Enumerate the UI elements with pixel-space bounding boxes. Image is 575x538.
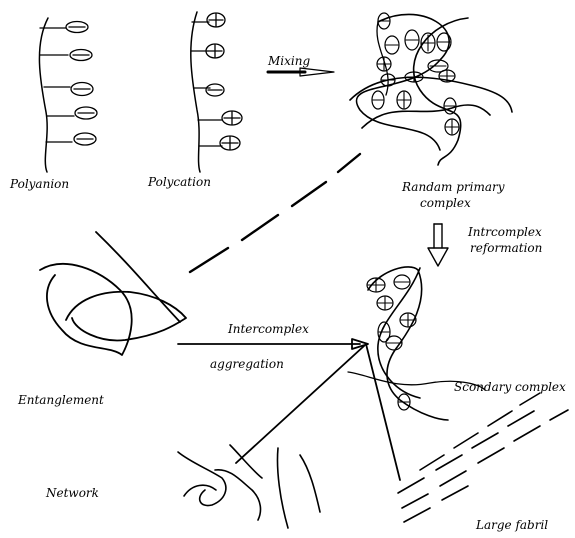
aggregation-label: aggregation — [210, 357, 284, 371]
intracomplex-label-line1: Intrcomplex — [468, 225, 542, 239]
random-primary-label-line2: complex — [420, 196, 471, 210]
polycation-chain — [191, 12, 242, 172]
network-structure — [178, 445, 320, 528]
mixing-arrow — [268, 68, 334, 76]
random-primary-complex — [350, 13, 512, 165]
polyanion-label: Polyanion — [10, 177, 69, 191]
entanglement-label: Entanglement — [18, 393, 104, 407]
secondary-complex-label: Scondary complex — [454, 380, 566, 394]
random-primary-label-line1: Randam primary — [402, 180, 505, 194]
polyanion-chain — [39, 18, 97, 172]
large-fabril-structure — [398, 393, 568, 522]
intracomplex-label-line2: reformation — [470, 241, 542, 255]
mixing-label: Mixing — [268, 54, 310, 68]
large-fabril-label: Large fabril — [476, 518, 548, 532]
entanglement-structure — [40, 232, 186, 355]
dashed-pathway — [190, 154, 360, 272]
polycation-label: Polycation — [148, 175, 211, 189]
intercomplex-label: Intercomplex — [228, 322, 309, 336]
network-label: Network — [46, 486, 99, 500]
reformation-arrow — [428, 224, 448, 266]
